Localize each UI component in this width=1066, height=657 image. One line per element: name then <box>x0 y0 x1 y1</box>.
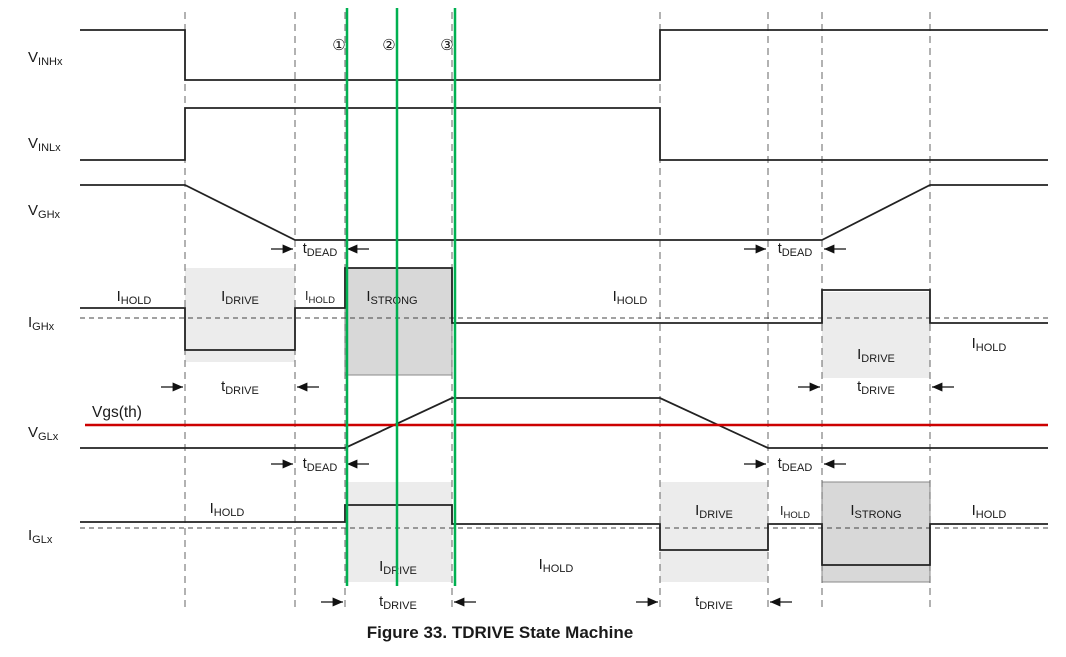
iglx-idrive-label-right: IDRIVE <box>695 502 733 521</box>
tdrive-label-ighx-right: tDRIVE <box>857 379 895 397</box>
tdead-label-vglx-left: tDEAD <box>303 456 338 474</box>
iglx-ihold-label-mid: IHOLD <box>539 556 574 575</box>
ighx-ihold-label-right: IHOLD <box>972 335 1007 354</box>
iglx-istrong-label: ISTRONG <box>850 502 901 521</box>
ighx-istrong-label: ISTRONG <box>366 288 417 307</box>
signal-label-ighx: IGHx <box>28 314 55 333</box>
idrive-region-iglx-left <box>345 482 452 582</box>
ighx-ihold-label-mid2: IHOLD <box>613 288 648 307</box>
ighx-idrive-label-left: IDRIVE <box>221 288 259 307</box>
vgs-threshold-label: Vgs(th) <box>92 404 142 421</box>
istrong-region-ighx <box>344 267 453 376</box>
tdrive-label-iglx-right: tDRIVE <box>695 594 733 612</box>
iglx-ihold-label-left: IHOLD <box>210 500 245 519</box>
idrive-region-ighx-right <box>822 292 930 378</box>
tdead-label-vghx-left: tDEAD <box>303 241 338 259</box>
signal-label-iglx: IGLx <box>28 527 53 546</box>
event-marker-2-badge: ② <box>382 37 395 54</box>
vglx-waveform <box>80 397 1048 449</box>
event-marker-3-badge: ③ <box>440 37 453 54</box>
vinhx-waveform <box>80 29 1048 81</box>
signal-label-vghx: VGHx <box>28 202 61 221</box>
idrive-region-iglx-right <box>660 482 768 582</box>
iglx-idrive-label-left: IDRIVE <box>379 558 417 577</box>
vghx-waveform <box>80 184 1048 241</box>
ighx-waveform <box>80 267 1048 351</box>
ighx-idrive-label-right: IDRIVE <box>857 346 895 365</box>
iglx-ihold-label-small: IHOLD <box>780 504 810 521</box>
tdead-label-vglx-right: tDEAD <box>778 456 813 474</box>
tdrive-label-ighx-left: tDRIVE <box>221 379 259 397</box>
signal-label-vinhx: VINHx <box>28 49 63 68</box>
figure-caption: Figure 33. TDRIVE State Machine <box>367 623 633 642</box>
ighx-ihold-label-left: IHOLD <box>117 288 152 307</box>
idrive-region-ighx-left <box>185 268 295 362</box>
tdead-label-vghx-right: tDEAD <box>778 241 813 259</box>
vinlx-waveform <box>80 107 1048 161</box>
istrong-region-iglx <box>821 481 931 583</box>
iglx-waveform <box>80 504 1048 566</box>
iglx-ihold-label-right: IHOLD <box>972 502 1007 521</box>
ighx-ihold-label-mid: IHOLD <box>305 289 335 306</box>
event-marker-1-badge: ① <box>332 37 345 54</box>
signal-label-vinlx: VINLx <box>28 135 61 154</box>
signal-label-vglx: VGLx <box>28 424 59 443</box>
tdrive-label-iglx-left: tDRIVE <box>379 594 417 612</box>
